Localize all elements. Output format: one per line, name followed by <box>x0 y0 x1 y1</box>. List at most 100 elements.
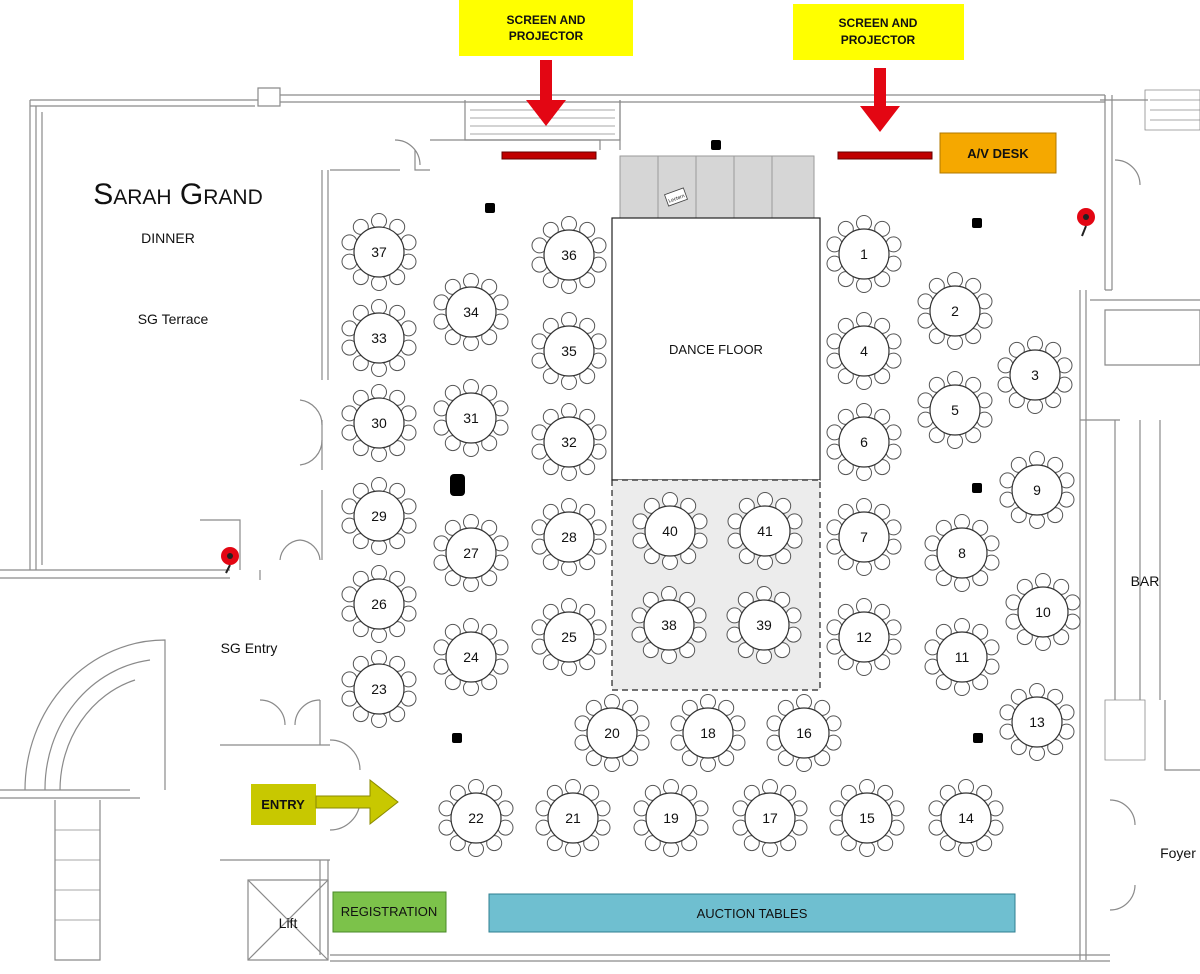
fire-extinguisher-icon <box>1077 208 1095 237</box>
chair <box>856 312 872 328</box>
table-top <box>645 792 697 844</box>
screen-sign-left-line2: PROJECTOR <box>509 29 584 43</box>
chair <box>604 756 620 772</box>
projection-screen-right <box>837 151 933 160</box>
chair <box>947 272 963 288</box>
table-top <box>739 505 791 557</box>
registration-label: REGISTRATION <box>341 904 438 919</box>
table-7: 7 <box>826 498 902 576</box>
table-top <box>1017 586 1069 638</box>
table-14: 14 <box>928 779 1004 857</box>
table-3: 3 <box>997 336 1073 414</box>
chair <box>756 648 772 664</box>
table-number: 39 <box>756 617 772 633</box>
chair <box>859 779 875 795</box>
chair <box>561 216 577 232</box>
chair <box>371 384 387 400</box>
table-number: 7 <box>860 529 868 545</box>
table-number: 29 <box>371 508 387 524</box>
table-22: 22 <box>438 779 514 857</box>
table-15: 15 <box>829 779 905 857</box>
table-28: 28 <box>531 498 607 576</box>
table-top <box>936 527 988 579</box>
chair <box>856 598 872 614</box>
table-top <box>1011 464 1063 516</box>
table-20: 20 <box>574 694 650 772</box>
table-35: 35 <box>531 312 607 390</box>
table-1: 1 <box>826 215 902 293</box>
table-top <box>543 325 595 377</box>
chair <box>954 514 970 530</box>
table-number: 13 <box>1029 714 1045 730</box>
dining-tables: 1234567891011121314151617181920212223242… <box>341 213 1081 857</box>
auction-tables-label: AUCTION TABLES <box>697 906 808 921</box>
chair <box>856 465 872 481</box>
entry-label: ENTRY <box>261 797 305 812</box>
table-top <box>353 312 405 364</box>
table-2: 2 <box>917 272 993 350</box>
chair <box>856 560 872 576</box>
table-top <box>643 599 695 651</box>
chair <box>1027 398 1043 414</box>
table-top <box>838 416 890 468</box>
chair <box>796 694 812 710</box>
av-desk-label: A/V DESK <box>967 146 1029 161</box>
table-number: 6 <box>860 434 868 450</box>
table-number: 14 <box>958 810 974 826</box>
venue-subtitle: DINNER <box>141 230 195 246</box>
chair <box>796 756 812 772</box>
table-number: 36 <box>561 247 577 263</box>
registration-desk <box>332 891 447 933</box>
chair <box>371 361 387 377</box>
chair <box>463 273 479 289</box>
table-5: 5 <box>917 371 993 449</box>
table-number: 8 <box>958 545 966 561</box>
table-top <box>929 285 981 337</box>
table-12: 12 <box>826 598 902 676</box>
table-number: 19 <box>663 810 679 826</box>
table-top <box>450 792 502 844</box>
table-number: 10 <box>1035 604 1051 620</box>
entry-sign <box>251 784 316 825</box>
table-4: 4 <box>826 312 902 390</box>
chair <box>700 756 716 772</box>
table-number: 5 <box>951 402 959 418</box>
table-number: 40 <box>662 523 678 539</box>
table-32: 32 <box>531 403 607 481</box>
chair <box>757 554 773 570</box>
chair <box>463 379 479 395</box>
table-36: 36 <box>531 216 607 294</box>
table-top <box>445 631 497 683</box>
table-38: 38 <box>631 586 707 664</box>
lectern-label: Lectern <box>668 193 686 204</box>
chair <box>954 576 970 592</box>
table-top <box>838 228 890 280</box>
chair <box>371 299 387 315</box>
table-number: 20 <box>604 725 620 741</box>
table-top <box>543 511 595 563</box>
table-top <box>838 325 890 377</box>
room-label-entry: SG Entry <box>221 640 278 656</box>
table-top <box>353 490 405 542</box>
chair <box>762 841 778 857</box>
lectern <box>664 187 688 207</box>
table-top <box>543 229 595 281</box>
chair <box>859 841 875 857</box>
stage <box>619 155 815 219</box>
chair <box>756 586 772 602</box>
table-number: 16 <box>796 725 812 741</box>
table-number: 22 <box>468 810 484 826</box>
room-label-bar: BAR <box>1131 573 1160 589</box>
table-top <box>445 392 497 444</box>
table-top <box>353 578 405 630</box>
chair <box>856 403 872 419</box>
venue-title: Sarah Grand <box>93 178 263 211</box>
table-30: 30 <box>341 384 417 462</box>
table-number: 11 <box>955 649 970 665</box>
table-number: 2 <box>951 303 959 319</box>
table-16: 16 <box>766 694 842 772</box>
chair <box>561 403 577 419</box>
table-number: 1 <box>860 246 868 262</box>
table-number: 25 <box>561 629 577 645</box>
table-24: 24 <box>433 618 509 696</box>
